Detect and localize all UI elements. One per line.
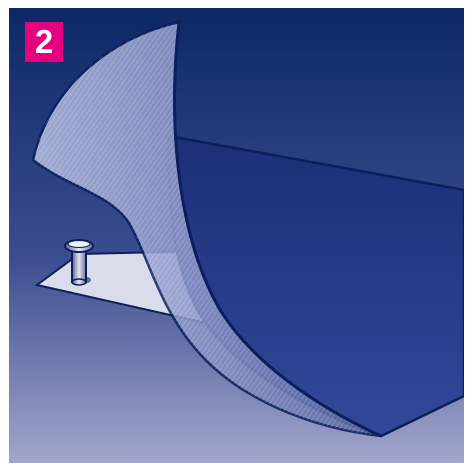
step-number-badge: 2 (25, 22, 63, 62)
step-illustration (9, 8, 464, 463)
